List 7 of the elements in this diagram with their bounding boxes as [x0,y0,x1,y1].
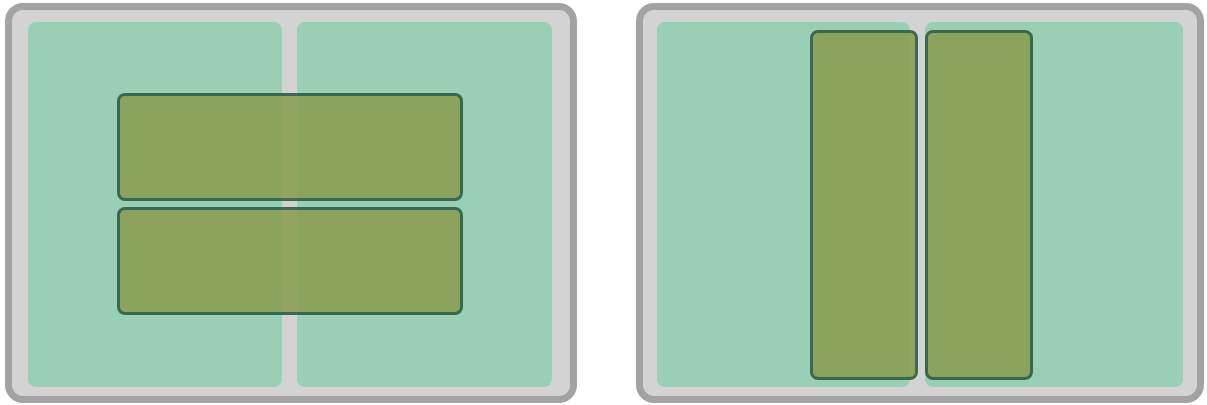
block [117,207,463,315]
panel-frame [636,3,1204,403]
column-area [925,22,1183,387]
block [925,30,1033,380]
block [810,30,918,380]
block [117,93,463,201]
panel-frame [5,3,577,403]
